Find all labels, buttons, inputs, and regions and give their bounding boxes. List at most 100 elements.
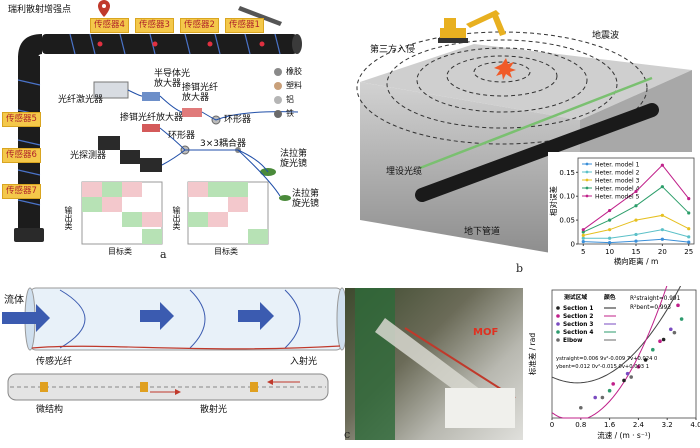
x-tick-label: 0 [550, 421, 554, 429]
x-tick-label: 5 [581, 248, 585, 256]
x-tick-label: 2.4 [633, 421, 645, 429]
data-point [608, 209, 611, 212]
x-tick-label: 15 [632, 248, 641, 256]
label-third-party: 第三方入侵 [370, 46, 415, 55]
x-tick-label: 25 [684, 248, 693, 256]
legend-marker [556, 314, 560, 318]
legend-marker [556, 306, 560, 310]
legend-color-header: 颜色 [604, 293, 616, 301]
legend-marker [556, 330, 560, 334]
matrix-2-x-axis: 目标类 [214, 248, 238, 256]
label-scattered: 散射光 [200, 406, 227, 415]
legend-title: 测试区域 [564, 293, 587, 301]
data-point [634, 204, 637, 207]
label-fluid: 流体 [4, 296, 24, 306]
photo-sketch [345, 288, 523, 440]
y-tick-label: 0.10 [559, 193, 575, 201]
panel-b-letter: b [516, 262, 523, 275]
sensor-tag-5: 传感器5 [2, 112, 41, 127]
label-microstructure: 微结构 [36, 406, 63, 415]
y-tick-label: 0.05 [559, 217, 575, 225]
data-point [582, 228, 585, 231]
pipe-elbow [18, 34, 42, 58]
data-point [673, 331, 677, 335]
faraday-mirror-2 [279, 195, 291, 201]
legend-label: Section 4 [563, 330, 593, 336]
sensor-tag-2: 传感器2 [180, 18, 219, 33]
data-point [676, 304, 680, 308]
legend-label: Heter. model 3 [595, 177, 640, 184]
data-point [634, 219, 637, 222]
data-point [622, 379, 626, 383]
label-pipe: 地下管道 [464, 228, 500, 237]
panel-b: 第三方入侵 地震波 埋设光缆 地下管道 51015202500.050.100.… [352, 0, 700, 280]
panel-a: 瑞利散射增强点 传感器4 传感器3 传感器2 传感器1 传感器5 传感器6 传感… [0, 0, 352, 262]
legend-label: Heter. model 5 [595, 193, 640, 200]
data-point [687, 235, 690, 238]
data-point [608, 228, 611, 231]
data-point [582, 234, 585, 237]
x-axis-label: 流速 / (m · s⁻¹) [597, 430, 651, 440]
confusion-matrix-2 [188, 182, 268, 244]
x-tick-label: 3.2 [662, 421, 673, 429]
matrix-1-y-axis: 输出类 [64, 206, 72, 230]
data-point [601, 396, 605, 400]
data-point [658, 339, 662, 343]
data-point [608, 241, 611, 244]
edfa1-box [182, 108, 202, 117]
data-point [661, 238, 664, 241]
data-point [593, 396, 597, 400]
matrix-2-y-axis: 输出类 [172, 206, 180, 230]
data-point [579, 406, 583, 410]
data-point [634, 233, 637, 236]
data-point [687, 240, 690, 243]
data-point [662, 338, 666, 342]
data-point [687, 197, 690, 200]
location-pin-icon [98, 0, 110, 17]
label-incident: 入射光 [290, 358, 317, 367]
data-point [608, 237, 611, 240]
confusion-matrix-1 [82, 182, 162, 244]
detector-box-1 [98, 136, 120, 150]
detector-box-3 [140, 158, 162, 172]
annotation-eq-bent: ybent=0.012 0v²-0.015 0v+0.003 1 [556, 364, 649, 370]
legend-label: Section 1 [563, 306, 593, 312]
excavator-icon [440, 10, 506, 38]
x-tick-label: 1.6 [604, 421, 616, 429]
legend-marker [586, 187, 589, 190]
x-tick-label: 4.0 [690, 421, 700, 429]
x-tick-label: 0.8 [575, 421, 586, 429]
annotation-r2-bent: R²bent=0.993 [630, 304, 671, 311]
legend-iron: 铁 [286, 110, 294, 118]
photo-mof-label: MOF [473, 328, 498, 338]
matrix-1-x-axis: 目标类 [108, 248, 132, 256]
label-seismic: 地震波 [592, 32, 619, 41]
label-sensing-fiber: 传感光纤 [36, 358, 72, 367]
data-point [661, 214, 664, 217]
data-point [661, 228, 664, 231]
pipe-flange [14, 228, 44, 242]
y-tick-label: 0 [571, 241, 575, 249]
legend-marker [586, 179, 589, 182]
data-point [608, 219, 611, 222]
panel-c-letter: c [344, 428, 350, 441]
legend-rubber: 橡胶 [286, 68, 302, 76]
label-detector: 光探测器 [70, 152, 106, 161]
label-edfa-2: 掺铒光纤放大器 [120, 114, 183, 123]
data-point [634, 240, 637, 243]
sensor-tag-4: 传感器4 [90, 18, 129, 33]
flow-schematic [0, 282, 345, 422]
legend-aluminum: 铝 [286, 96, 294, 104]
pipe-horizontal [42, 34, 297, 54]
data-point [582, 240, 585, 243]
panel-c: 流体 传感光纤 入射光 微结构 散射光 MOF 0 0.8 1.6 2.4 3.2 4.0… [0, 282, 700, 444]
data-point [629, 375, 633, 379]
experiment-photo: MOF [345, 288, 523, 440]
label-faraday-2: 法拉第 旋光镜 [292, 190, 319, 210]
legend-label: Heter. model 4 [595, 185, 640, 192]
pipe-end-cap [292, 34, 302, 54]
legend-marker [586, 163, 589, 166]
x-tick-label: 20 [658, 248, 667, 256]
